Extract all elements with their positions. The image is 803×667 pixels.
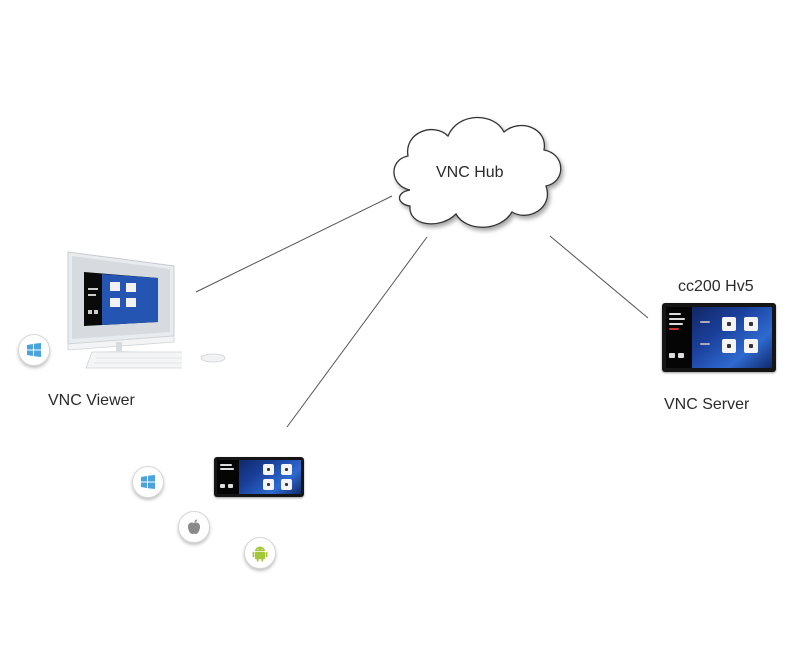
windows-icon — [18, 334, 50, 366]
server-label: VNC Server — [664, 396, 750, 413]
link-hub-mobile — [286, 236, 428, 428]
mouse — [200, 350, 226, 363]
apple-icon — [178, 511, 210, 543]
mobile-screen — [217, 460, 301, 494]
mobile-device — [214, 457, 304, 497]
viewer-label: VNC Viewer — [48, 392, 135, 409]
server-device — [662, 303, 776, 372]
hub-label: VNC Hub — [436, 164, 504, 181]
link-hub-server — [549, 235, 649, 319]
desktop-computer — [62, 248, 191, 372]
server-title: cc200 Hv5 — [678, 278, 754, 295]
desktop-computer-image — [67, 251, 191, 369]
link-hub-viewer — [195, 195, 393, 293]
windows-icon — [132, 466, 164, 498]
mobile-sidebar — [217, 460, 239, 494]
android-icon — [244, 537, 276, 569]
server-sidebar — [666, 307, 692, 368]
server-screen — [666, 307, 772, 368]
